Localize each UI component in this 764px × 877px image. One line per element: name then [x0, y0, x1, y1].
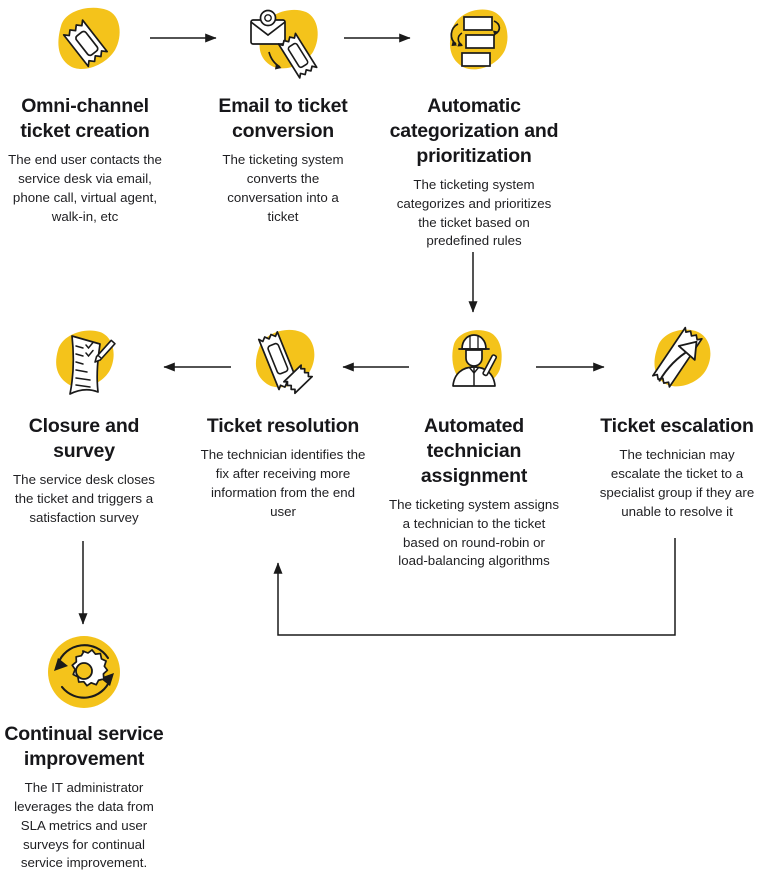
node-title: Ticket escalation	[600, 415, 754, 437]
node-closure-and-survey[interactable]: Closure and survey The service desk clos…	[0, 320, 168, 528]
node-description: The IT administrator leverages the data …	[14, 779, 154, 871]
node-automated-technician-assignment[interactable]: Automated technician assignment The tick…	[386, 320, 562, 571]
node-description: The ticketing system assigns a technicia…	[389, 496, 559, 569]
gear-cycle-icon	[0, 628, 168, 716]
node-continual-service-improvement[interactable]: Continual service improvement The IT adm…	[0, 628, 168, 873]
node-title: Continual service improvement	[4, 723, 164, 770]
node-automatic-categorization-and-prioritization[interactable]: Automatic categorization and prioritizat…	[386, 0, 562, 251]
node-title: Closure and survey	[28, 415, 140, 462]
ticket-resolution-icon	[198, 320, 368, 408]
node-title: Ticket resolution	[206, 415, 360, 437]
node-description: The technician may escalate the ticket t…	[599, 446, 755, 519]
node-title: Email to ticket conversion	[218, 95, 348, 142]
node-title: Omni-channel ticket creation	[20, 95, 150, 142]
node-description: The end user contacts the service desk v…	[8, 151, 162, 224]
email-to-ticket-icon	[200, 0, 366, 88]
node-ticket-escalation[interactable]: Ticket escalation The technician may esc…	[590, 320, 764, 521]
ticket-icon	[2, 0, 168, 88]
node-ticket-resolution[interactable]: Ticket resolution The technician identif…	[198, 320, 368, 521]
node-description: The technician identifies the fix after …	[200, 446, 366, 519]
node-email-to-ticket-conversion[interactable]: Email to ticket conversion The ticketing…	[200, 0, 366, 226]
technician-icon	[386, 320, 562, 408]
node-title: Automated technician assignment	[420, 415, 528, 487]
node-description: The ticketing system converts the conver…	[222, 151, 344, 224]
escalation-icon	[590, 320, 764, 408]
node-description: The service desk closes the ticket and t…	[13, 471, 155, 525]
node-omni-channel-ticket-creation[interactable]: Omni-channel ticket creation The end use…	[2, 0, 168, 226]
clipboard-pencil-icon	[0, 320, 168, 408]
node-title: Automatic categorization and prioritizat…	[389, 95, 559, 167]
categorization-icon	[386, 0, 562, 88]
node-description: The ticketing system categorizes and pri…	[396, 176, 552, 249]
